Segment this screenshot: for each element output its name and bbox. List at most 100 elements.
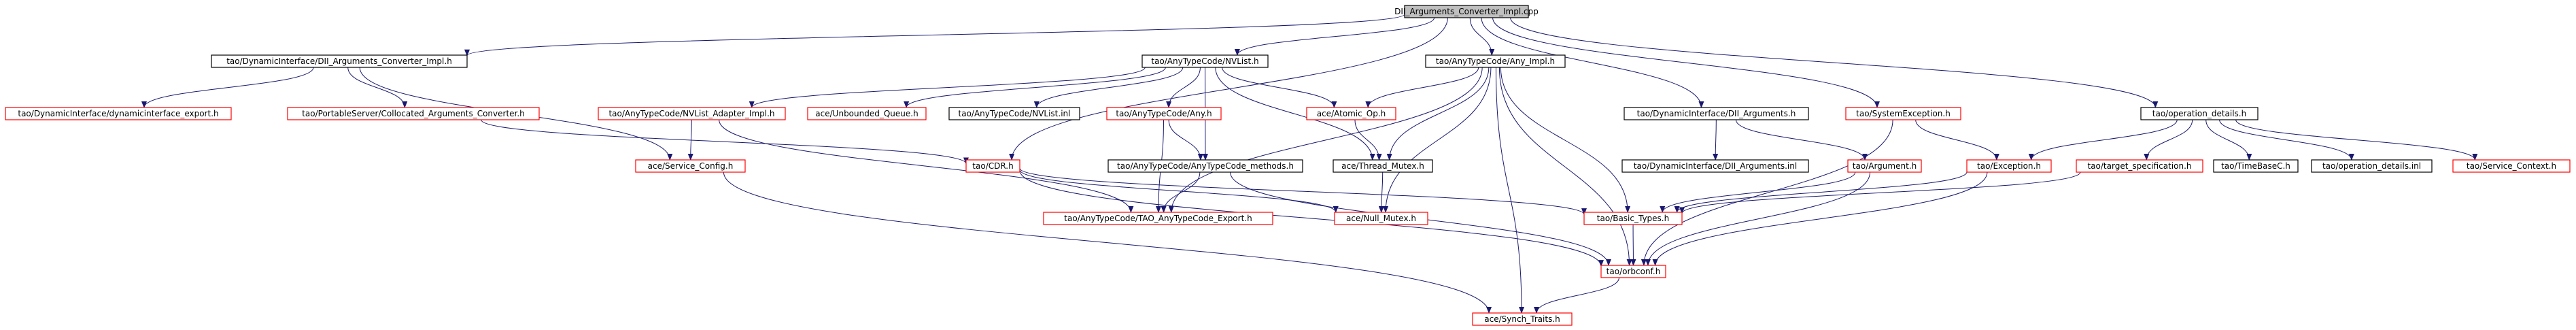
- edges-layer: [141, 14, 2478, 314]
- edge-tao-anytypecode-any-impl-h-to-ace-atomic-op-h: [1365, 67, 1479, 108]
- node-ace-atomic-op-h[interactable]: ace/Atomic_Op.h: [1306, 107, 1396, 120]
- node-tao-anytypecode-nvlist-adapter-impl-h[interactable]: tao/AnyTypeCode/NVList_Adapter_Impl.h: [598, 107, 786, 120]
- edge-tao-operation-details-h-to-tao-operation-details-inl: [2219, 119, 2354, 161]
- edge-tao-anytypecode-nvlist-h-to-ace-thread-mutex-h: [1215, 67, 1375, 161]
- edge-tao-anytypecode-anytypecode-methods-h-to-tao-anytypecode-tao-anytypecode-export-h: [1161, 171, 1201, 213]
- edge-tao-systemexception-h-to-tao-orbconf-h: [1641, 119, 1893, 266]
- node-tao-anytypecode-any-impl-h[interactable]: tao/AnyTypeCode/Any_Impl.h: [1425, 54, 1566, 68]
- node-box: [2140, 107, 2259, 120]
- node-box: [2311, 159, 2433, 173]
- node-box: [1847, 159, 1922, 173]
- node-tao-systemexception-h[interactable]: tao/SystemException.h: [1845, 107, 1961, 120]
- node-tao-anytypecode-nvlist-inl[interactable]: tao/AnyTypeCode/NVList.inl: [948, 107, 1080, 120]
- edge-dii-arguments-converter-impl-cpp-to-tao-anytypecode-any-impl-h: [1469, 17, 1495, 56]
- edge-tao-anytypecode-nvlist-h-to-ace-unbounded-queue-h: [904, 67, 1166, 108]
- node-tao-dynamicinterface-dii-arguments-inl[interactable]: tao/DynamicInterface/DII_Arguments.inl: [1621, 159, 1809, 173]
- node-ace-service-config-h[interactable]: ace/Service_Config.h: [635, 159, 746, 173]
- edge-tao-anytypecode-nvlist-h-to-tao-anytypecode-nvlist-adapter-impl-h: [749, 67, 1146, 108]
- node-box: [287, 107, 540, 120]
- node-tao-anytypecode-anytypecode-methods-h[interactable]: tao/AnyTypeCode/AnyTypeCode_methods.h: [1107, 159, 1303, 173]
- edge-ace-thread-mutex-h-to-ace-null-mutex-h: [1378, 171, 1384, 213]
- node-label: ace/Null_Mutex.h: [1346, 214, 1416, 223]
- node-tao-operation-details-inl[interactable]: tao/operation_details.inl: [2311, 159, 2433, 173]
- edge-tao-target-specification-h-to-tao-basic-types-h: [1679, 171, 2081, 214]
- node-tao-service-context-h[interactable]: tao/Service_Context.h: [2452, 159, 2571, 173]
- edge-tao-anytypecode-any-impl-h-to-ace-thread-mutex-h: [1386, 67, 1490, 161]
- node-box: [598, 107, 786, 120]
- node-label: ace/Synch_Traits.h: [1484, 314, 1560, 324]
- edge-tao-operation-details-h-to-tao-target-specification-h: [2144, 119, 2193, 161]
- node-box: [1043, 212, 1273, 225]
- edge-tao-anytypecode-any-impl-h-to-tao-orbconf-h: [1498, 67, 1632, 266]
- edge-tao-systemexception-h-to-tao-exception-h: [1915, 119, 1999, 161]
- node-label: tao/target_specification.h: [2087, 161, 2191, 171]
- edge-tao-operation-details-h-to-tao-timebasec-h: [2205, 119, 2252, 161]
- node-label: tao/AnyTypeCode/NVList_Adapter_Impl.h: [608, 109, 774, 118]
- node-tao-dynamicinterface-dii-arguments-h[interactable]: tao/DynamicInterface/DII_Arguments.h: [1624, 107, 1809, 120]
- node-label: tao/DynamicInterface/DII_Arguments_Conve…: [226, 56, 452, 66]
- edge-tao-argument-h-to-tao-orbconf-h: [1645, 171, 1871, 266]
- node-box: [211, 54, 468, 68]
- node-label: tao/AnyTypeCode/AnyTypeCode_methods.h: [1117, 161, 1294, 171]
- edge-tao-argument-h-to-tao-basic-types-h: [1660, 171, 1856, 213]
- edge-dii-arguments-converter-impl-cpp-to-tao-systemexception-h: [1492, 17, 1880, 108]
- node-ace-synch-traits-h[interactable]: ace/Synch_Traits.h: [1472, 312, 1573, 326]
- node-box: [1107, 159, 1303, 173]
- edge-tao-cdr-h-to-tao-orbconf-h: [1019, 170, 1604, 267]
- node-label: ace/Unbounded_Queue.h: [815, 109, 918, 118]
- node-tao-anytypecode-tao-anytypecode-export-h[interactable]: tao/AnyTypeCode/TAO_AnyTypeCode_Export.h: [1043, 212, 1273, 225]
- node-box: [1306, 107, 1396, 120]
- node-box: [1333, 159, 1433, 173]
- edge-ace-atomic-op-h-to-ace-thread-mutex-h: [1354, 119, 1382, 161]
- node-tao-portableserver-collocated-arguments-converter-h[interactable]: tao/PortableServer/Collocated_Arguments_…: [287, 107, 540, 120]
- edge-tao-operation-details-h-to-tao-service-context-h: [2235, 119, 2478, 161]
- node-tao-exception-h[interactable]: tao/Exception.h: [1966, 159, 2052, 173]
- node-tao-anytypecode-any-h[interactable]: tao/AnyTypeCode/Any.h: [1106, 107, 1222, 120]
- node-box: [2213, 159, 2299, 173]
- node-label: tao/Basic_Types.h: [1597, 214, 1669, 223]
- node-tao-orbconf-h[interactable]: tao/orbconf.h: [1600, 265, 1666, 278]
- node-box: [1334, 212, 1428, 225]
- node-box: [1845, 107, 1961, 120]
- edge-tao-anytypecode-any-impl-h-to-ace-synch-traits-h: [1495, 67, 1525, 314]
- node-label: tao/PortableServer/Collocated_Arguments_…: [302, 109, 525, 118]
- node-tao-dynamicinterface-dynamicinterface-export-h[interactable]: tao/DynamicInterface/dynamicinterface_ex…: [5, 107, 232, 120]
- node-box: [948, 107, 1080, 120]
- edge-dii-arguments-converter-impl-cpp-to-tao-dynamicinterface-dii-arguments-h: [1481, 17, 1704, 108]
- node-label: tao/DynamicInterface/DII_Arguments.inl: [1634, 161, 1797, 171]
- node-label: tao/AnyTypeCode/TAO_AnyTypeCode_Export.h: [1064, 214, 1252, 223]
- node-box: [1404, 5, 1529, 18]
- node-tao-timebasec-h[interactable]: tao/TimeBaseC.h: [2213, 159, 2299, 173]
- node-box: [635, 159, 746, 173]
- node-label: tao/Exception.h: [1977, 161, 2041, 171]
- edge-tao-anytypecode-nvlist-h-to-ace-atomic-op-h: [1222, 67, 1337, 108]
- node-box: [2452, 159, 2571, 173]
- node-tao-anytypecode-nvlist-h[interactable]: tao/AnyTypeCode/NVList.h: [1141, 54, 1269, 68]
- node-box: [1966, 159, 2052, 173]
- node-label: tao/CDR.h: [972, 161, 1013, 171]
- node-label: tao/AnyTypeCode/Any.h: [1116, 109, 1212, 118]
- edge-tao-anytypecode-nvlist-h-to-tao-anytypecode-any-h: [1166, 67, 1201, 108]
- edge-tao-dynamicinterface-dii-arguments-converter-impl-h-to-tao-portableserver-collocated-arguments-converter-h: [347, 67, 408, 108]
- node-tao-operation-details-h[interactable]: tao/operation_details.h: [2140, 107, 2259, 120]
- node-tao-target-specification-h[interactable]: tao/target_specification.h: [2076, 159, 2203, 173]
- node-tao-dynamicinterface-dii-arguments-converter-impl-h[interactable]: tao/DynamicInterface/DII_Arguments_Conve…: [211, 54, 468, 68]
- edge-tao-cdr-h-to-tao-basic-types-h: [1019, 167, 1587, 216]
- node-label: ace/Thread_Mutex.h: [1341, 161, 1424, 171]
- node-ace-thread-mutex-h[interactable]: ace/Thread_Mutex.h: [1333, 159, 1433, 173]
- node-ace-null-mutex-h[interactable]: ace/Null_Mutex.h: [1334, 212, 1428, 225]
- node-tao-cdr-h[interactable]: tao/CDR.h: [965, 159, 1020, 173]
- node-ace-unbounded-queue-h[interactable]: ace/Unbounded_Queue.h: [807, 107, 927, 120]
- node-tao-argument-h[interactable]: tao/Argument.h: [1847, 159, 1922, 173]
- node-box: [1141, 54, 1269, 68]
- edge-dii-arguments-converter-impl-cpp-to-tao-anytypecode-nvlist-h: [1234, 17, 1435, 56]
- node-box: [2076, 159, 2203, 173]
- edge-tao-anytypecode-any-h-to-tao-anytypecode-anytypecode-methods-h: [1168, 119, 1203, 161]
- node-label: ace/Service_Config.h: [648, 161, 734, 171]
- node-label: tao/TimeBaseC.h: [2221, 161, 2290, 171]
- node-label: tao/operation_details.inl: [2322, 161, 2421, 171]
- node-tao-basic-types-h[interactable]: tao/Basic_Types.h: [1583, 212, 1683, 225]
- node-label: tao/Argument.h: [1853, 161, 1917, 171]
- edge-tao-dynamicinterface-dii-arguments-converter-impl-h-to-tao-dynamicinterface-dynamicinterface-export-h: [141, 67, 314, 108]
